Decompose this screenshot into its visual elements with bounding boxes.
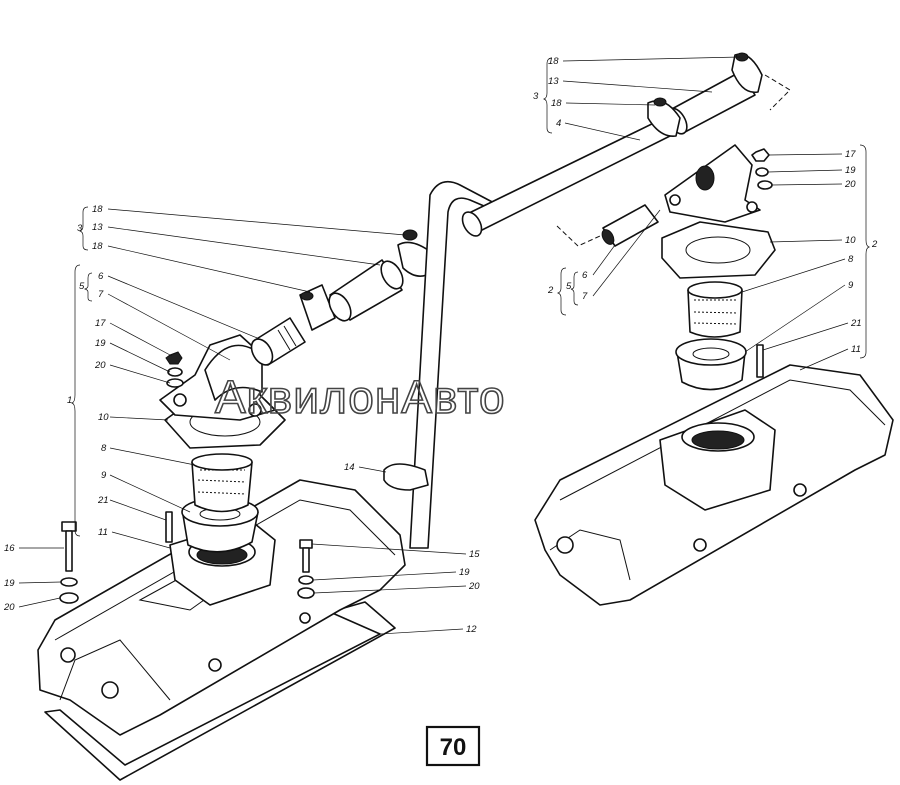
right-part-label-4: 4 bbox=[556, 118, 561, 129]
breather-elbow bbox=[159, 334, 276, 421]
middle-part-label-20: 20 bbox=[468, 581, 480, 592]
right-part-label-20: 20 bbox=[844, 179, 856, 190]
right-valve-cover-assembly bbox=[534, 52, 894, 606]
right-part-label-17: 17 bbox=[845, 149, 856, 160]
left-part-label-11: 11 bbox=[98, 527, 108, 538]
tube-bracket bbox=[383, 463, 429, 491]
right-group-label-5: 5 bbox=[566, 281, 572, 292]
middle-part-label-19: 19 bbox=[459, 567, 470, 578]
washer-19-left bbox=[167, 367, 183, 377]
left-part-label-18: 18 bbox=[92, 241, 103, 252]
right-part-label-9: 9 bbox=[848, 280, 854, 291]
breather-hose bbox=[328, 259, 404, 322]
right-part-label-13: 13 bbox=[548, 76, 559, 87]
left-group-label-5: 5 bbox=[79, 281, 85, 292]
right-part-label-18: 18 bbox=[551, 98, 562, 109]
left-part-label-10: 10 bbox=[98, 412, 109, 423]
right-part-label-7: 7 bbox=[582, 291, 588, 302]
washer-19-right bbox=[755, 167, 769, 177]
right-part-label-18: 18 bbox=[548, 56, 559, 67]
left-part-label-17: 17 bbox=[95, 318, 106, 329]
left-part-label-20: 20 bbox=[3, 602, 15, 613]
washer-20-right bbox=[757, 180, 773, 190]
group-braces bbox=[70, 57, 871, 537]
left-part-label-8: 8 bbox=[101, 443, 107, 454]
page-number: 70 bbox=[440, 734, 467, 761]
watermark: АквилонАвто bbox=[215, 371, 506, 423]
left-part-label-19: 19 bbox=[4, 578, 15, 589]
right-part-label-19: 19 bbox=[845, 165, 856, 176]
right-part-label-21: 21 bbox=[850, 318, 862, 329]
leader-lines bbox=[18, 56, 849, 635]
left-part-label-18: 18 bbox=[92, 204, 103, 215]
middle-part-label-15: 15 bbox=[469, 549, 480, 560]
right-part-label-11: 11 bbox=[851, 344, 861, 355]
left-part-label-20: 20 bbox=[94, 360, 106, 371]
nut-17-right bbox=[751, 148, 770, 162]
left-part-label-19: 19 bbox=[95, 338, 106, 349]
right-part-label-6: 6 bbox=[582, 270, 588, 281]
left-part-label-13: 13 bbox=[92, 222, 103, 233]
page-number-box bbox=[425, 725, 481, 767]
left-part-label-9: 9 bbox=[101, 470, 107, 481]
right-group-label-2: 2 bbox=[547, 285, 554, 296]
middle-part-label-12: 12 bbox=[466, 624, 477, 635]
filter-element bbox=[191, 453, 253, 513]
bolt-16 bbox=[59, 521, 79, 604]
part-number-labels: 1813186717192010892111161920351141519201… bbox=[3, 56, 878, 635]
left-part-label-16: 16 bbox=[4, 543, 15, 554]
left-part-label-7: 7 bbox=[98, 289, 104, 300]
hose-clamp-lower bbox=[299, 284, 336, 331]
right-group-label-3: 3 bbox=[533, 91, 539, 102]
left-group-label-1: 1 bbox=[67, 395, 72, 406]
stud-21-left bbox=[165, 511, 173, 543]
left-part-label-21: 21 bbox=[97, 495, 109, 506]
left-group-label-3: 3 bbox=[77, 223, 83, 234]
right-group-label-2: 2 bbox=[871, 239, 878, 250]
hose-nipple bbox=[250, 317, 306, 366]
stud-21-right bbox=[756, 344, 764, 378]
right-part-label-8: 8 bbox=[848, 254, 854, 265]
middle-part-label-14: 14 bbox=[344, 462, 355, 473]
flange-gasket-right bbox=[661, 221, 776, 279]
left-part-label-6: 6 bbox=[98, 271, 104, 282]
filter-element-right bbox=[687, 289, 743, 338]
right-part-label-10: 10 bbox=[845, 235, 856, 246]
washer-20-left bbox=[166, 378, 184, 388]
filter-cap-right bbox=[675, 338, 747, 366]
